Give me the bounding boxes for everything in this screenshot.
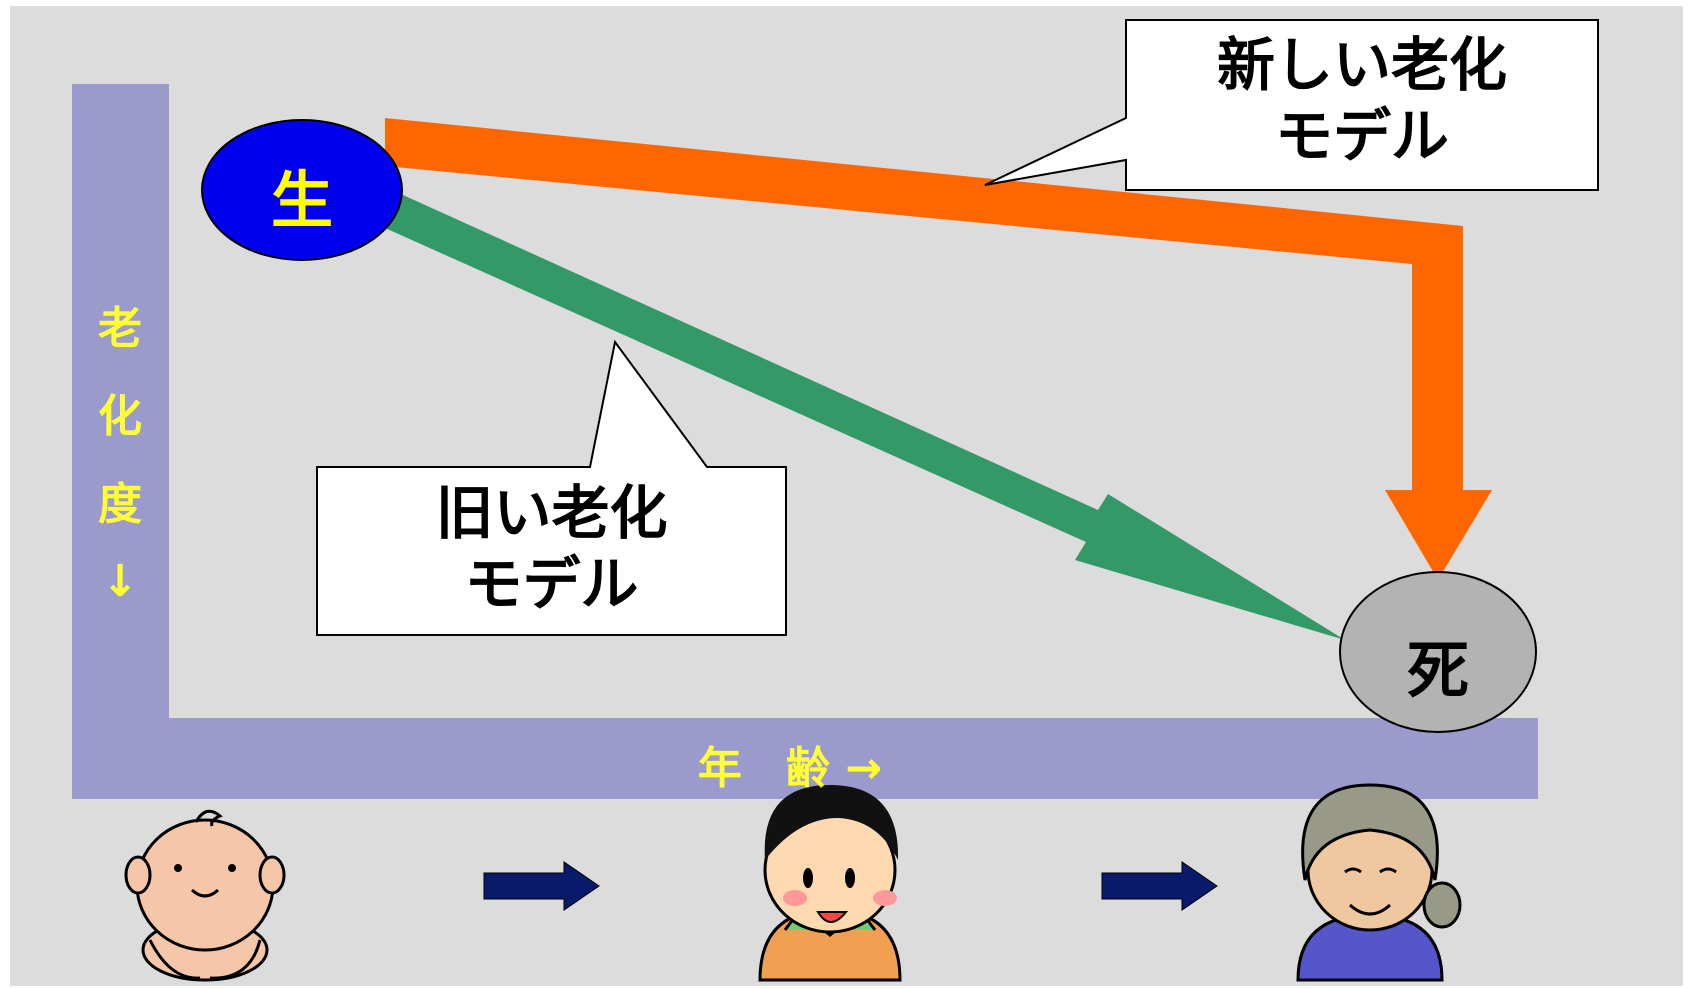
aging-axis-char-4: ↓ [101,556,139,607]
new-model-arrow [385,118,1492,580]
old-model-arrow [385,190,1345,640]
new-model-line1: 新しい老化 [1216,31,1507,99]
adult-woman-illustration [758,785,902,982]
old-model-line1: 旧い老化 [435,479,668,547]
elderly-woman-illustration [1296,783,1462,982]
death-node [1339,571,1537,733]
death-label: 死 [1406,634,1469,707]
aging-axis-char-2: 化 [98,391,142,442]
aging-axis-bar [72,84,169,799]
aging-axis-char-3: 度 [98,479,142,530]
new-model-line2: モデル [1274,101,1449,170]
stage-arrow-1 [483,861,600,911]
birth-node [201,119,403,261]
old-model-line2: モデル [464,549,639,618]
baby-illustration [124,809,286,982]
age-axis-label: 年 齢 → [697,743,883,794]
old-model-callout [316,339,787,636]
new-model-callout [984,19,1599,191]
new-model-callout-text: 新しい老化 モデル [1126,30,1598,172]
old-model-callout-text: 旧い老化 モデル [317,478,786,620]
stage-arrow-2 [1101,861,1218,911]
aging-axis-char-1: 老 [98,303,142,354]
birth-label: 生 [270,164,333,237]
age-axis-bar [72,718,1538,799]
